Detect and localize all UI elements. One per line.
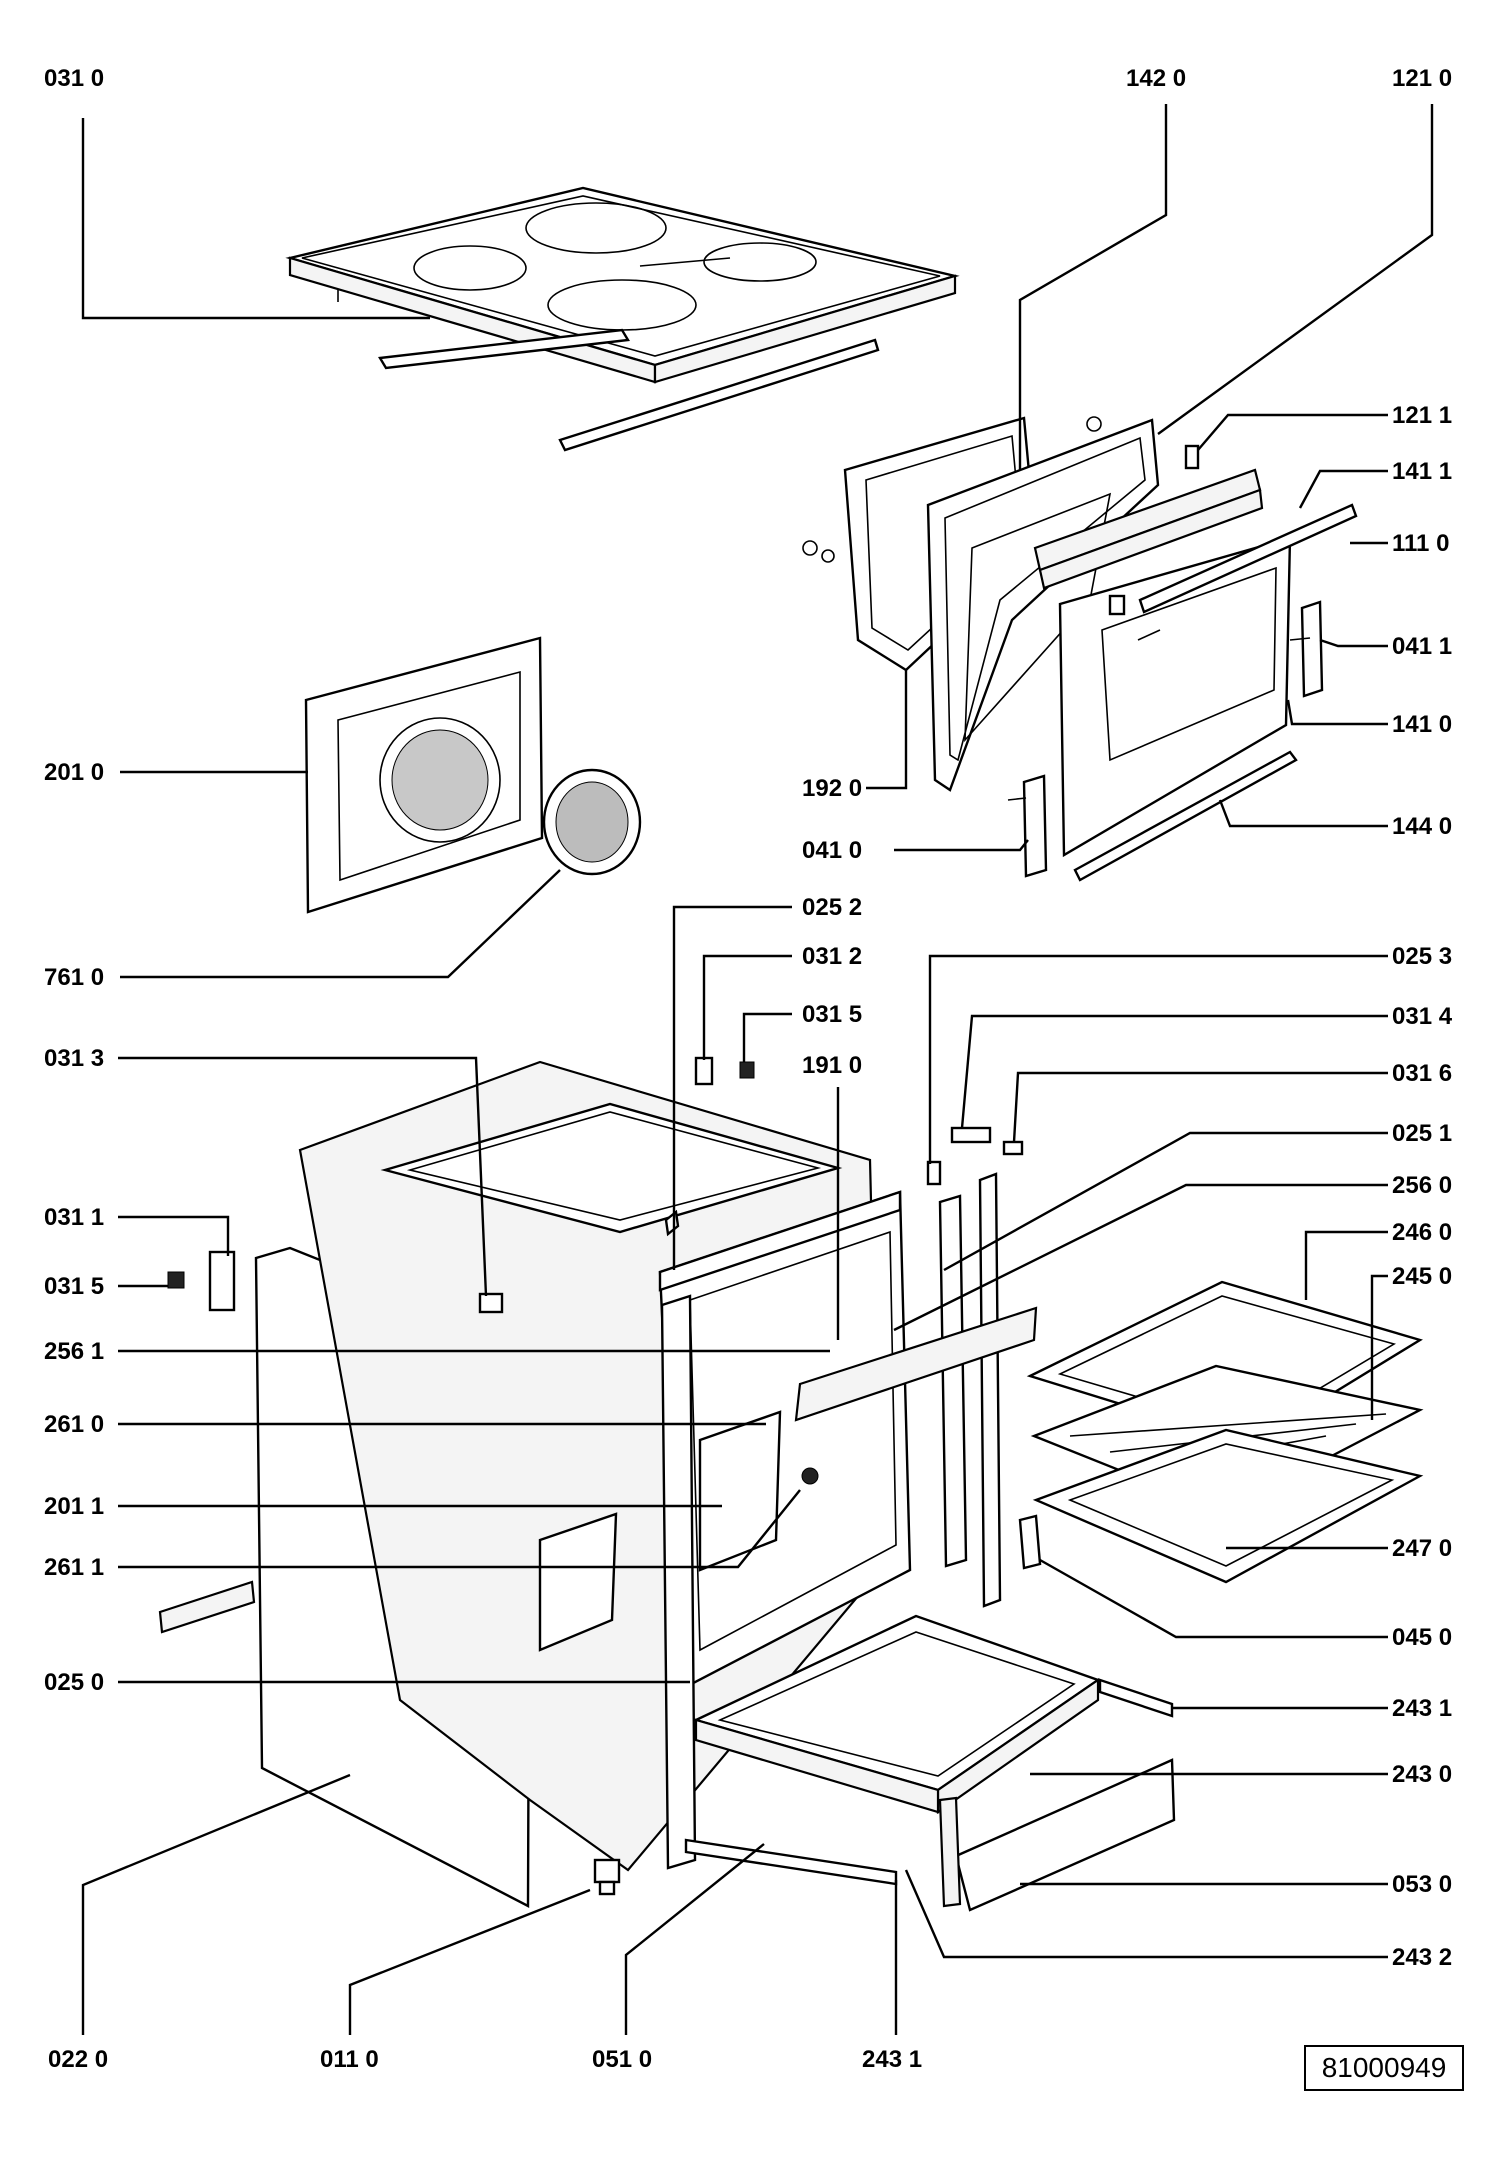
label-111-0: 111 0 [1392,530,1449,557]
label-025-3: 025 3 [1392,943,1452,970]
label-247-0: 247 0 [1392,1535,1452,1562]
label-031-5-top: 031 5 [802,1001,862,1028]
label-243-1-right: 243 1 [1392,1695,1452,1722]
label-025-2: 025 2 [802,894,862,921]
label-256-0: 256 0 [1392,1172,1452,1199]
drawing-reference-number: 81000949 [1304,2045,1464,2091]
hob-top-shape [285,186,960,452]
label-031-6: 031 6 [1392,1060,1452,1087]
small-fittings-shape [167,1056,1024,1485]
label-051-0: 051 0 [592,2046,652,2073]
label-041-0: 041 0 [802,837,862,864]
label-761-0: 761 0 [44,964,104,991]
label-031-4: 031 4 [1392,1003,1453,1030]
label-031-2: 031 2 [802,943,862,970]
label-201-0: 201 0 [44,759,104,786]
label-192-0: 192 0 [802,775,862,802]
label-144-0: 144 0 [1392,813,1452,840]
label-121-1: 121 1 [1392,402,1452,429]
part-labels: 031 0 142 0 121 0 121 1 141 1 111 0 041 … [44,65,1453,2073]
label-053-0: 053 0 [1392,1871,1452,1898]
hinges-shape [1007,600,1324,878]
label-201-1: 201 1 [44,1493,104,1520]
label-041-1: 041 1 [1392,633,1452,660]
outer-door-glass-shape [1058,503,1358,858]
door-trim-strip-shape [1073,750,1298,882]
label-031-1: 031 1 [44,1204,104,1231]
label-011-0: 011 0 [320,2046,379,2073]
label-261-1: 261 1 [44,1554,104,1581]
trays-shape [1018,1280,1424,1584]
label-045-0: 045 0 [1392,1624,1452,1651]
label-141-0: 141 0 [1392,711,1452,738]
label-142-0: 142 0 [1126,65,1186,92]
label-246-0: 246 0 [1392,1219,1452,1246]
oven-body-shape [158,1060,1038,1872]
label-031-3: 031 3 [44,1045,104,1072]
adjustable-foot-shape [593,1858,621,1896]
leader-lines [81,104,1434,2035]
label-191-0: 191 0 [802,1052,862,1079]
label-243-0: 243 0 [1392,1761,1452,1788]
label-141-1: 141 1 [1392,458,1452,485]
label-022-0: 022 0 [48,2046,108,2073]
rear-fan-panel-shape [304,636,642,914]
label-243-2: 243 2 [1392,1944,1452,1971]
label-025-0: 025 0 [44,1669,104,1696]
label-031-5-side: 031 5 [44,1273,104,1300]
label-031-0: 031 0 [44,65,104,92]
label-261-0: 261 0 [44,1411,104,1438]
label-025-1: 025 1 [1392,1120,1452,1147]
label-245-0: 245 0 [1392,1263,1452,1290]
storage-drawer-shape [684,1614,1176,1912]
label-243-1-bottom: 243 1 [862,2046,922,2073]
label-121-0: 121 0 [1392,65,1452,92]
label-256-1: 256 1 [44,1338,104,1365]
